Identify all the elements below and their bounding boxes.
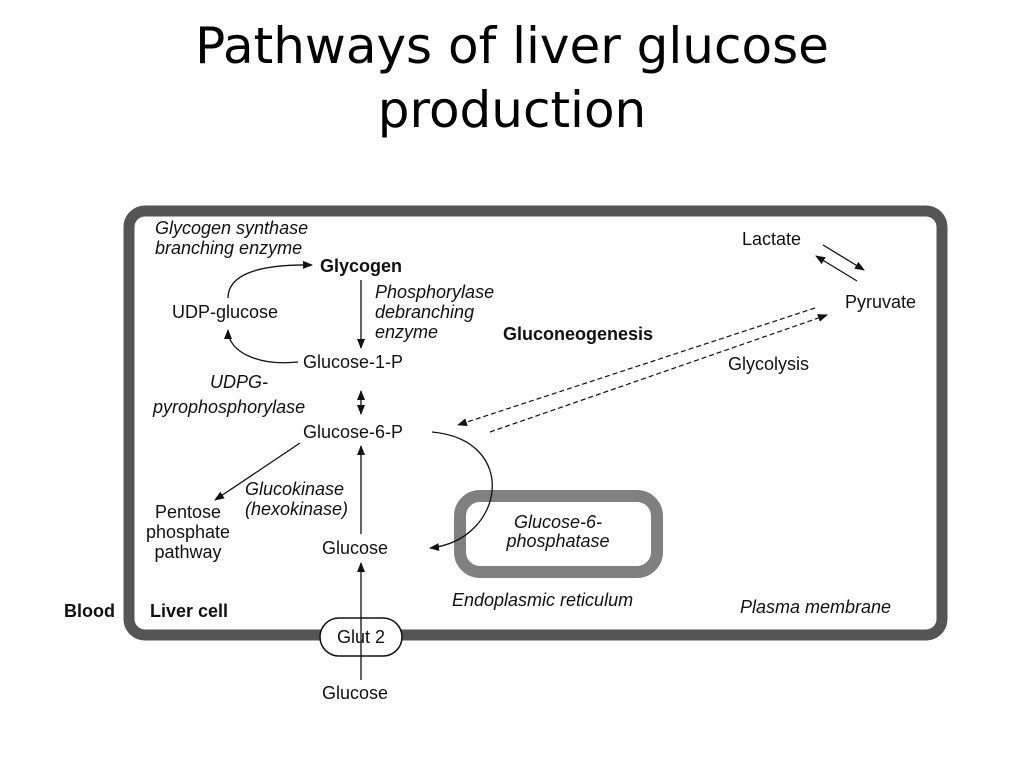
- slide-title: Pathways of liver glucose production: [0, 14, 1024, 142]
- g6pase-label-1: Glucose-6-: [514, 512, 602, 532]
- plasma-membrane-label: Plasma membrane: [740, 597, 891, 617]
- glucokinase-label-1: Glucokinase: [245, 479, 344, 499]
- liver-cell-label: Liver cell: [150, 601, 228, 621]
- arrow-g1p-to-udp-glucose: [224, 329, 299, 364]
- g6pase-label-2: phosphatase: [505, 531, 609, 551]
- udp-glucose-label: UDP-glucose: [172, 302, 278, 322]
- phosphorylase-label-1: Phosphorylase: [375, 282, 494, 302]
- arrow-pyruvate-to-lactate: [815, 255, 858, 282]
- lactate-label: Lactate: [742, 229, 801, 249]
- glucose-1-p-label: Glucose-1-P: [303, 352, 403, 372]
- phosphorylase-label-2: debranching: [375, 302, 474, 322]
- gluconeogenesis-label: Gluconeogenesis: [503, 324, 653, 344]
- glucose-6-p-label: Glucose-6-P: [303, 422, 403, 442]
- er-label: Endoplasmic reticulum: [452, 590, 633, 610]
- udpg-label-1: UDPG-: [210, 372, 268, 392]
- udpg-label-2: pyrophosphorylase: [152, 397, 305, 417]
- slide-title-line-2: production: [377, 81, 647, 139]
- pentose-label-2: phosphate: [146, 522, 230, 542]
- arrow-gluconeogenesis: [457, 307, 816, 426]
- blood-label: Blood: [64, 601, 115, 621]
- glucose-blood-label: Glucose: [322, 683, 388, 703]
- arrow-udp-glucose-to-glycogen: [227, 260, 313, 299]
- er-outline: [454, 490, 663, 578]
- arrow-lactate-to-pyruvate: [822, 244, 865, 271]
- glycogen-synthase-label-1: Glycogen synthase: [155, 218, 308, 238]
- glycogen-synthase-label-2: branching enzyme: [155, 238, 302, 258]
- arrow-g6p-to-pentose: [214, 442, 301, 501]
- slide-title-line-1: Pathways of liver glucose: [195, 17, 829, 75]
- plasma-membrane-outline: [123, 205, 948, 641]
- pentose-label-1: Pentose: [155, 502, 221, 522]
- phosphorylase-label-3: enzyme: [375, 322, 438, 342]
- glucokinase-label-2: (hexokinase): [245, 499, 348, 519]
- glycolysis-label: Glycolysis: [728, 354, 809, 374]
- arrow-g6p-to-glucose-g6pase: [429, 431, 493, 552]
- pyruvate-label: Pyruvate: [845, 292, 916, 312]
- glycogen-label: Glycogen: [320, 256, 402, 276]
- glucose-cell-label: Glucose: [322, 538, 388, 558]
- pentose-label-3: pathway: [154, 542, 221, 562]
- arrow-glycolysis: [489, 314, 828, 433]
